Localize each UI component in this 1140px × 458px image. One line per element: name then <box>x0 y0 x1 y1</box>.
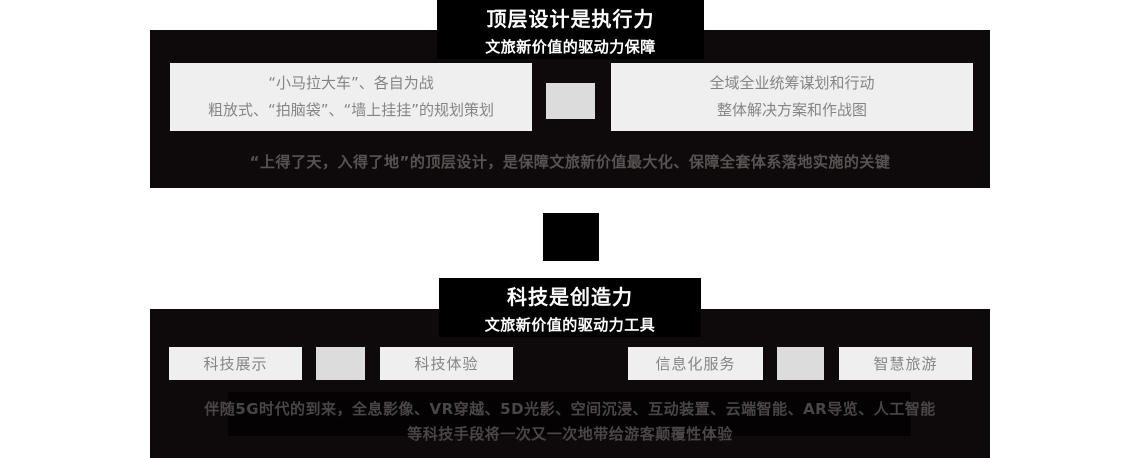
section2-box-info-service: 信息化服务 <box>628 347 763 380</box>
section1-problem-box: “小马拉大车”、各自为战 粗放式、“拍脑袋”、“墙上挂挂”的规划策划 <box>170 63 532 131</box>
section2-caption-line2: 等科技手段将一次又一次地带给游客颠覆性体验 <box>407 425 733 443</box>
section2-title-box: 科技是创造力 文旅新价值的驱动力工具 <box>439 278 701 337</box>
section2-box-smart-tourism: 智慧旅游 <box>839 347 972 380</box>
section1-title: 顶层设计是执行力 <box>486 6 655 31</box>
section1-solution-box: 全域全业统筹谋划和行动 整体解决方案和作战图 <box>611 63 973 131</box>
section1-arrow-block <box>546 83 595 119</box>
section2-arrow-block-2 <box>777 347 824 380</box>
section2-title: 科技是创造力 <box>507 284 633 309</box>
section2-subtitle: 文旅新价值的驱动力工具 <box>484 315 656 334</box>
section1-problem-line1: “小马拉大车”、各自为战 <box>268 73 434 92</box>
section2-caption-line1: 伴随5G时代的到来，全息影像、VR穿越、5D光影、空间沉浸、互动装置、云端智能、… <box>204 400 936 418</box>
section1-problem-line2: 粗放式、“拍脑袋”、“墙上挂挂”的规划策划 <box>207 101 495 120</box>
section2-box-tech-display: 科技展示 <box>169 347 302 380</box>
section1-title-box: 顶层设计是执行力 文旅新价值的驱动力保障 <box>437 0 704 59</box>
section1-solution-line1: 全域全业统筹谋划和行动 <box>709 73 875 92</box>
section-connector-block <box>543 213 599 261</box>
section1-caption: “上得了天，入得了地”的顶层设计，是保障文旅新价值最大化、保障全套体系落地实施的… <box>249 153 891 171</box>
section1-subtitle: 文旅新价值的驱动力保障 <box>485 37 656 56</box>
section2-arrow-block-1 <box>316 347 365 380</box>
section2-caption: 伴随5G时代的到来，全息影像、VR穿越、5D光影、空间沉浸、互动装置、云端智能、… <box>150 397 990 447</box>
section2-box-tech-experience: 科技体验 <box>380 347 513 380</box>
section2-caption-backdrop <box>228 392 911 436</box>
section1-solution-line2: 整体解决方案和作战图 <box>716 101 867 120</box>
